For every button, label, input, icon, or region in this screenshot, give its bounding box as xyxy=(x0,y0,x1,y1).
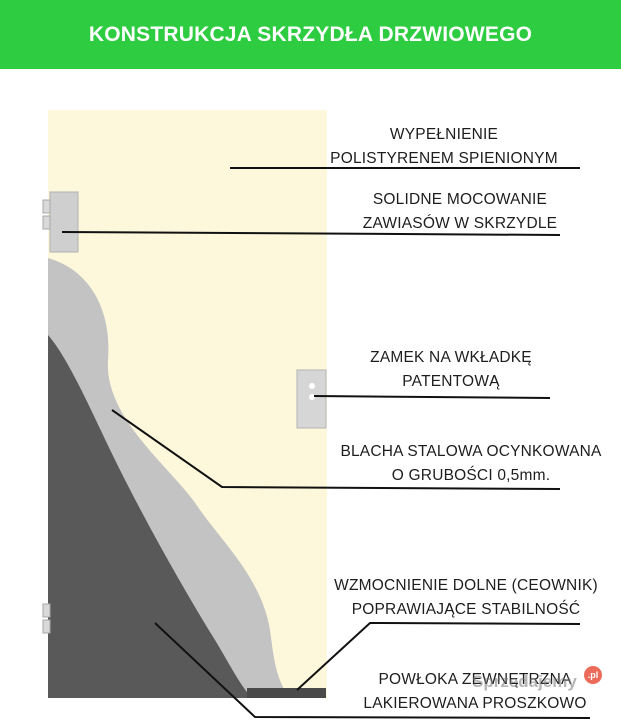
outer-coating-layer xyxy=(48,335,252,698)
label-hinges: SOLIDNE MOCOWANIE ZAWIASÓW W SKRZYDLE xyxy=(340,188,580,236)
label-filling: WYPEŁNIENIE POLISTYRENEM SPIENIONYM xyxy=(324,123,564,171)
label-reinforcement-line2: POPRAWIAJĄCE STABILNOŚĆ xyxy=(351,601,581,618)
leader-line-reinforcement xyxy=(296,621,581,691)
hinge-knuckle-top-2 xyxy=(42,215,51,230)
leader-line-coating xyxy=(154,622,591,719)
leader-line-lock xyxy=(313,395,551,399)
label-sheet: BLACHA STALOWA OCYNKOWANA O GRUBOŚCI 0,5… xyxy=(326,440,616,488)
label-coating: POWŁOKA ZEWNĘTRZNA LAKIEROWANA PROSZKOWO xyxy=(330,668,620,716)
watermark-badge: .pl xyxy=(584,666,602,684)
watermark-text: Sprzedajemy xyxy=(472,672,577,691)
label-hinges-line1: SOLIDNE MOCOWANIE xyxy=(372,191,548,208)
page-title: KONSTRUKCJA SKRZYDŁA DRZWIOWEGO xyxy=(88,22,533,46)
label-filling-line1: WYPEŁNIENIE xyxy=(389,126,499,143)
label-filling-line2: POLISTYRENEM SPIENIONYM xyxy=(330,150,558,167)
label-coating-line2: LAKIEROWANA PROSZKOWO xyxy=(363,695,587,712)
label-reinforcement: WZMOCNIENIE DOLNE (CEOWNIK) POPRAWIAJĄCE… xyxy=(321,574,611,622)
lock-hole-top xyxy=(309,383,315,389)
hinge-knuckle-top xyxy=(42,199,51,214)
label-sheet-line2: O GRUBOŚCI 0,5mm. xyxy=(391,467,551,484)
label-lock-line2: PATENTOWĄ xyxy=(402,373,500,390)
bottom-channel-reinforcement xyxy=(247,688,326,698)
hinge-plate-top xyxy=(49,191,79,253)
label-reinforcement-line1: WZMOCNIENIE DOLNE (CEOWNIK) xyxy=(334,577,598,594)
title-banner: KONSTRUKCJA SKRZYDŁA DRZWIOWEGO xyxy=(0,0,621,69)
label-sheet-line1: BLACHA STALOWA OCYNKOWANA xyxy=(340,443,602,460)
hinge-knuckle-bottom xyxy=(42,603,51,618)
label-coating-line1: POWŁOKA ZEWNĘTRZNA xyxy=(378,671,572,688)
hinge-knuckle-bottom-2 xyxy=(42,619,51,634)
lock-hole-bottom xyxy=(309,394,315,400)
label-lock: ZAMEK NA WKŁADKĘ PATENTOWĄ xyxy=(331,346,571,394)
label-hinges-line2: ZAWIASÓW W SKRZYDLE xyxy=(362,215,558,232)
leader-line-hinges xyxy=(61,231,561,236)
leader-line-sheet xyxy=(111,409,561,490)
label-lock-line1: ZAMEK NA WKŁADKĘ xyxy=(370,349,532,366)
